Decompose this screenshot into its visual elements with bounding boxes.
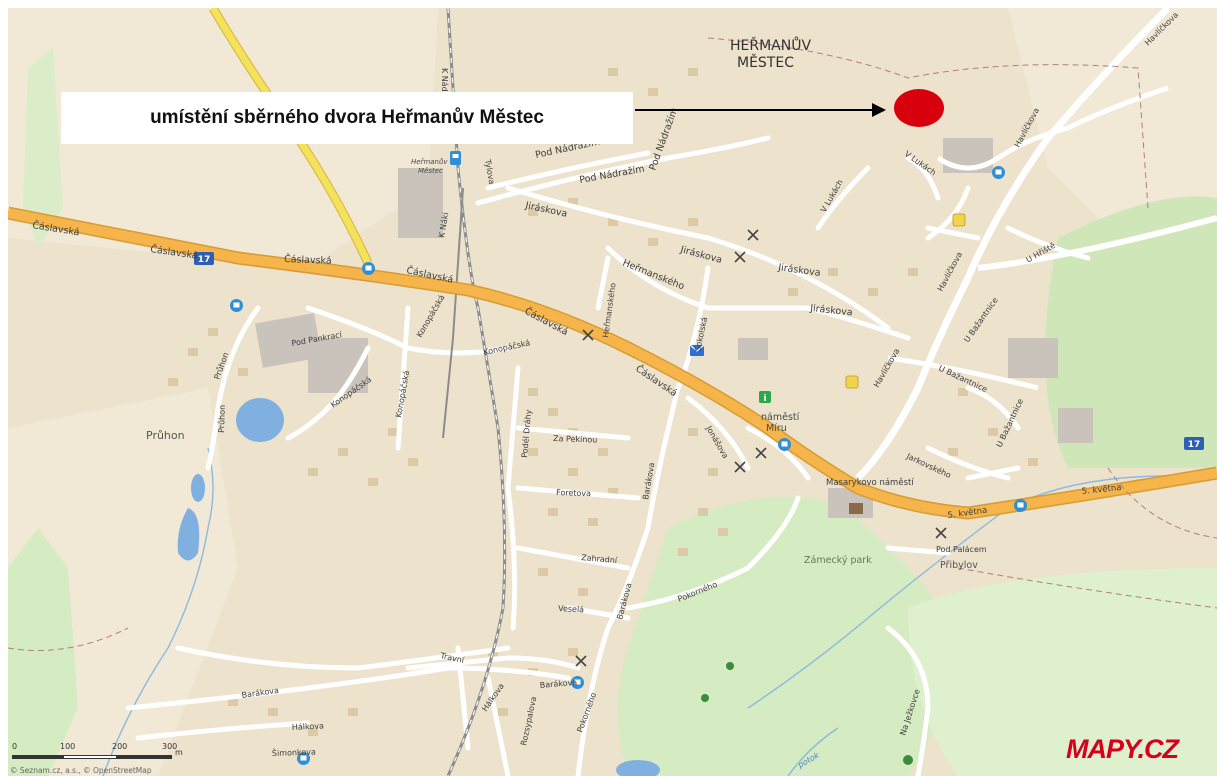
road-label-k-naki: K Náki [437, 212, 450, 239]
meadow-area [8, 528, 78, 776]
main-road-17[interactable] [8, 208, 1217, 518]
restaurant-icon [935, 527, 947, 539]
road-label-simonkova: Šimonkova [272, 745, 316, 758]
field-area [1008, 8, 1217, 248]
town-label-line1: HEŘMANŮV [730, 36, 811, 54]
restaurant-icon [734, 251, 746, 263]
road-label-caslavska: Čáslavská [284, 253, 332, 267]
pond [236, 398, 284, 442]
house-grid [168, 68, 1038, 736]
railway-siding [442, 187, 464, 439]
map-frame[interactable]: 17 17 i [8, 8, 1217, 776]
place-label-pruhon: Průhon [146, 429, 185, 442]
bus-stop-icon[interactable] [362, 262, 375, 275]
pond [177, 508, 200, 561]
mapy-cz-logo[interactable]: MAPY.CZ [1066, 734, 1179, 764]
stream [747, 475, 1217, 709]
road-label-masarykovo-namesti: Masarykovo náměstí [826, 478, 914, 488]
park-icon [701, 662, 913, 765]
church-icon[interactable] [845, 375, 859, 389]
forest-area [1045, 196, 1217, 468]
route-shield: 17 [1184, 437, 1204, 450]
road-label-5-kvetna: 5. května [1081, 483, 1122, 497]
road-label-pod-palacem: Pod Palácem [936, 545, 987, 554]
road-label-k-nadrazi: K Nádr. [440, 68, 449, 97]
restaurant-icon [755, 447, 767, 459]
route-shield-label: 17 [198, 255, 211, 265]
callout-arrow-line [635, 109, 875, 111]
havlickova-street [855, 8, 1171, 481]
bus-stop-icon[interactable] [297, 752, 310, 765]
svg-text:i: i [763, 394, 766, 404]
callout-arrow-head [872, 103, 886, 117]
info-icon[interactable]: i [759, 391, 771, 404]
scale-segment [116, 755, 172, 759]
boundary-line [8, 567, 1217, 651]
place-label-namesti-line1: náměstí [761, 412, 800, 423]
boundary-line [707, 37, 1217, 539]
road-label-jiraskova: Jiráskova [809, 303, 853, 318]
u-bazantnice-street [887, 355, 1039, 391]
scale-bar: 0 100 200 300 m [12, 742, 192, 772]
pond [616, 760, 660, 776]
scale-bar-segments [12, 755, 172, 759]
bus-stop-icon[interactable] [230, 299, 243, 312]
scale-label: 100 [60, 742, 76, 751]
route-shield: 17 [194, 252, 214, 265]
place-label-namesti-line2: Míru [766, 423, 787, 434]
park-area [618, 496, 953, 776]
post-office-icon[interactable] [689, 344, 705, 356]
train-station-icon[interactable] [450, 151, 461, 165]
route-shield-label: 17 [1188, 440, 1201, 450]
castle-icon[interactable] [849, 503, 863, 514]
road-label-podel-drahy: Podél Dráhy [519, 409, 533, 458]
bus-stop-icon[interactable] [778, 438, 791, 451]
place-label-zamecky-park: Zámecký park [804, 555, 872, 566]
road-label-za-pekinou: Za Pekinou [553, 434, 598, 445]
scale-label: 300 [162, 742, 178, 751]
callout-text: umístění sběrného dvora Heřmanův Městec [150, 107, 544, 128]
meadow-area [908, 568, 1217, 776]
road-label-barakova: Barákova [539, 678, 577, 690]
road-label-foretova: Foretova [556, 488, 591, 498]
road-label-zahradni: Zahradní [581, 553, 618, 565]
scale-label: 0 [12, 742, 18, 751]
place-label-pribylov: Přibylov [940, 560, 978, 571]
restaurant-icon [582, 329, 594, 341]
scale-unit: m [175, 748, 183, 757]
stream [102, 447, 214, 776]
railway-dashes [447, 8, 506, 776]
bus-stop-icon[interactable] [1014, 499, 1027, 512]
station-label-line1: Heřmanův [411, 158, 448, 166]
road-label-tylova: Tylova [483, 158, 496, 185]
minor-streets [125, 135, 1091, 776]
bus-stop-icon[interactable] [992, 166, 1005, 179]
church-icon[interactable] [952, 213, 966, 227]
restaurant-icon [734, 461, 746, 473]
meadow-area [23, 48, 63, 248]
callout-box: umístění sběrného dvora Heřmanův Městec [61, 92, 633, 144]
scale-segment [12, 755, 64, 759]
scale-segment [64, 755, 116, 759]
u-hriste-street [977, 215, 1217, 271]
road-label-vesela: Veselá [558, 604, 585, 614]
map-attribution[interactable]: © Seznam.cz, a.s., © OpenStreetMap [10, 766, 152, 775]
road-label-pruhon: Průhon [216, 405, 227, 433]
restaurant-icon [747, 229, 759, 241]
pond [191, 474, 205, 502]
restaurant-icon [575, 655, 587, 667]
minor-street [936, 85, 1169, 171]
road-label-halkova: Hálkova [292, 721, 325, 732]
location-marker[interactable] [894, 89, 944, 127]
bus-stop-icon[interactable] [571, 676, 584, 689]
stream [787, 727, 839, 776]
scale-label: 200 [112, 742, 128, 751]
town-label-line2: MĚSTEC [737, 54, 794, 71]
station-label-line2: Městec [418, 167, 443, 175]
